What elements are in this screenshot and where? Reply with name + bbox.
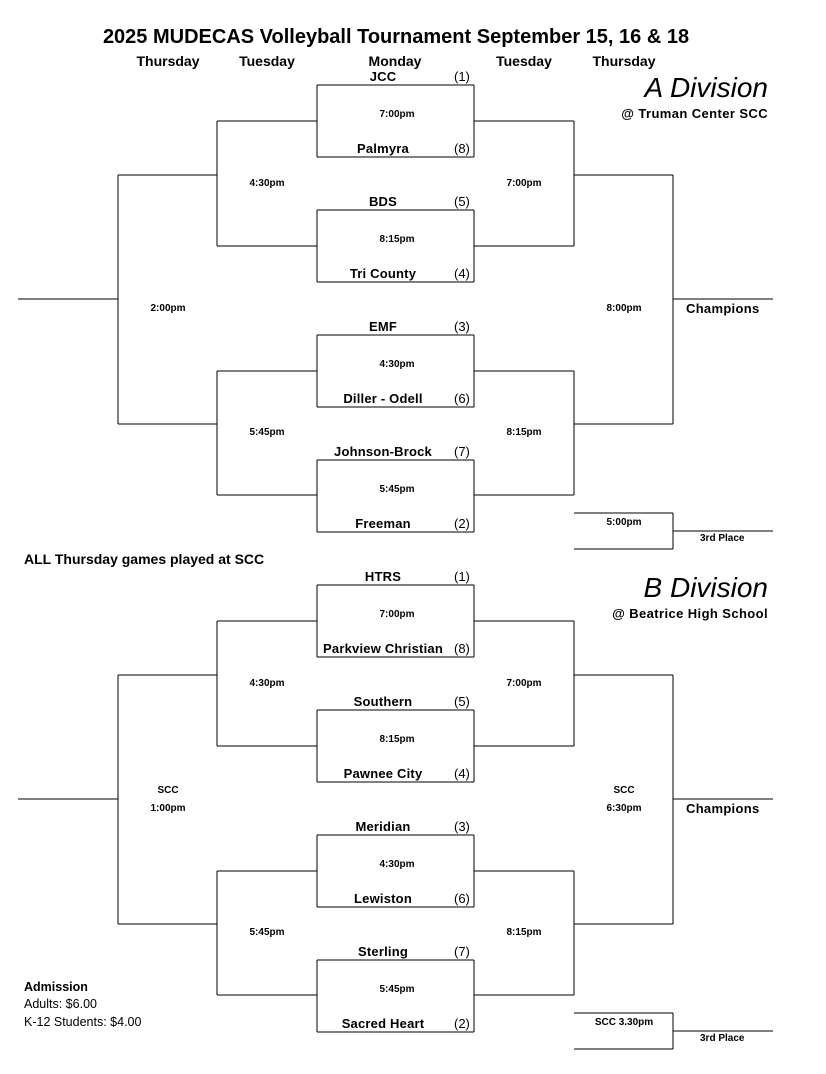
day-header-tuesday-right: Tuesday (496, 53, 552, 69)
right-final-time: 8:00pm (606, 303, 642, 314)
admission-heading: Admission (24, 980, 88, 994)
game-time: 4:30pm (249, 177, 285, 189)
game-time: 5:45pm (379, 484, 415, 495)
team-name: Freeman (355, 516, 411, 531)
champions-label: Champions (686, 801, 760, 816)
left-final-time: 2:00pm (150, 303, 186, 314)
team-seed: (6) (454, 391, 470, 406)
team-name: Pawnee City (343, 766, 423, 781)
team-seed: (3) (454, 819, 470, 834)
page-title: 2025 MUDECAS Volleyball Tournament Septe… (102, 26, 690, 48)
game-time: 8:15pm (379, 734, 415, 745)
team-seed: (8) (454, 141, 470, 156)
day-header-monday: Monday (368, 53, 422, 69)
division-venue: @ Beatrice High School (612, 606, 768, 621)
admission-adults: Adults: $6.00 (24, 997, 97, 1011)
day-header-thursday-right: Thursday (592, 53, 656, 69)
team-name: Southern (353, 694, 413, 709)
left-final-venue: SCC (157, 785, 179, 796)
team-seed: (7) (454, 944, 470, 959)
thursday-note: ALL Thursday games played at SCC (24, 551, 265, 567)
team-seed: (4) (454, 266, 470, 281)
team-seed: (6) (454, 891, 470, 906)
right-final-venue: SCC (613, 785, 635, 796)
division-title: A Division (644, 72, 768, 103)
team-name: EMF (368, 319, 398, 334)
game-time: 4:30pm (379, 859, 415, 870)
game-time: 5:45pm (249, 427, 285, 438)
team-name: Tri County (349, 266, 417, 281)
right-final-time: 6:30pm (606, 803, 642, 814)
game-time: 7:00pm (506, 177, 542, 189)
third-place-time: SCC 3.30pm (594, 1017, 654, 1028)
team-seed: (2) (454, 1016, 470, 1031)
third-place-label: 3rd Place (700, 533, 745, 544)
team-seed: (1) (454, 569, 470, 584)
team-seed: (4) (454, 766, 470, 781)
day-header-tuesday-left: Tuesday (239, 53, 295, 69)
team-seed: (1) (454, 69, 470, 84)
day-header-thursday-left: Thursday (136, 53, 200, 69)
team-seed: (5) (454, 194, 470, 209)
team-seed: (5) (454, 694, 470, 709)
division-venue: @ Truman Center SCC (621, 106, 768, 121)
team-name: BDS (368, 194, 398, 209)
team-seed: (3) (454, 319, 470, 334)
game-time: 4:30pm (379, 359, 415, 370)
team-name: Diller - Odell (343, 391, 423, 406)
team-name: Meridian (355, 819, 411, 834)
game-time: 5:45pm (379, 984, 415, 995)
team-name: Parkview Christian (323, 641, 443, 656)
third-place-label: 3rd Place (700, 1033, 745, 1044)
team-seed: (7) (454, 444, 470, 459)
game-time: 7:00pm (379, 609, 415, 620)
team-name: Johnson-Brock (334, 444, 432, 459)
left-final-time: 1:00pm (150, 803, 186, 814)
game-time: 5:45pm (249, 927, 285, 938)
game-time: 4:30pm (249, 677, 285, 689)
team-seed: (8) (454, 641, 470, 656)
division-title: B Division (643, 572, 768, 603)
game-time: 8:15pm (506, 927, 542, 938)
team-name: Sterling (358, 944, 408, 959)
game-time: 8:15pm (506, 427, 542, 438)
team-name: JCC (369, 69, 397, 84)
team-name: HTRS (364, 569, 402, 584)
team-name: Sacred Heart (341, 1016, 425, 1031)
admission-students: K-12 Students: $4.00 (24, 1015, 142, 1029)
champions-label: Champions (686, 301, 760, 316)
game-time: 7:00pm (379, 109, 415, 120)
third-place-time: 5:00pm (606, 517, 642, 528)
team-name: Palmyra (357, 141, 409, 156)
team-name: Lewiston (354, 891, 412, 906)
team-seed: (2) (454, 516, 470, 531)
game-time: 8:15pm (379, 234, 415, 245)
game-time: 7:00pm (506, 677, 542, 689)
